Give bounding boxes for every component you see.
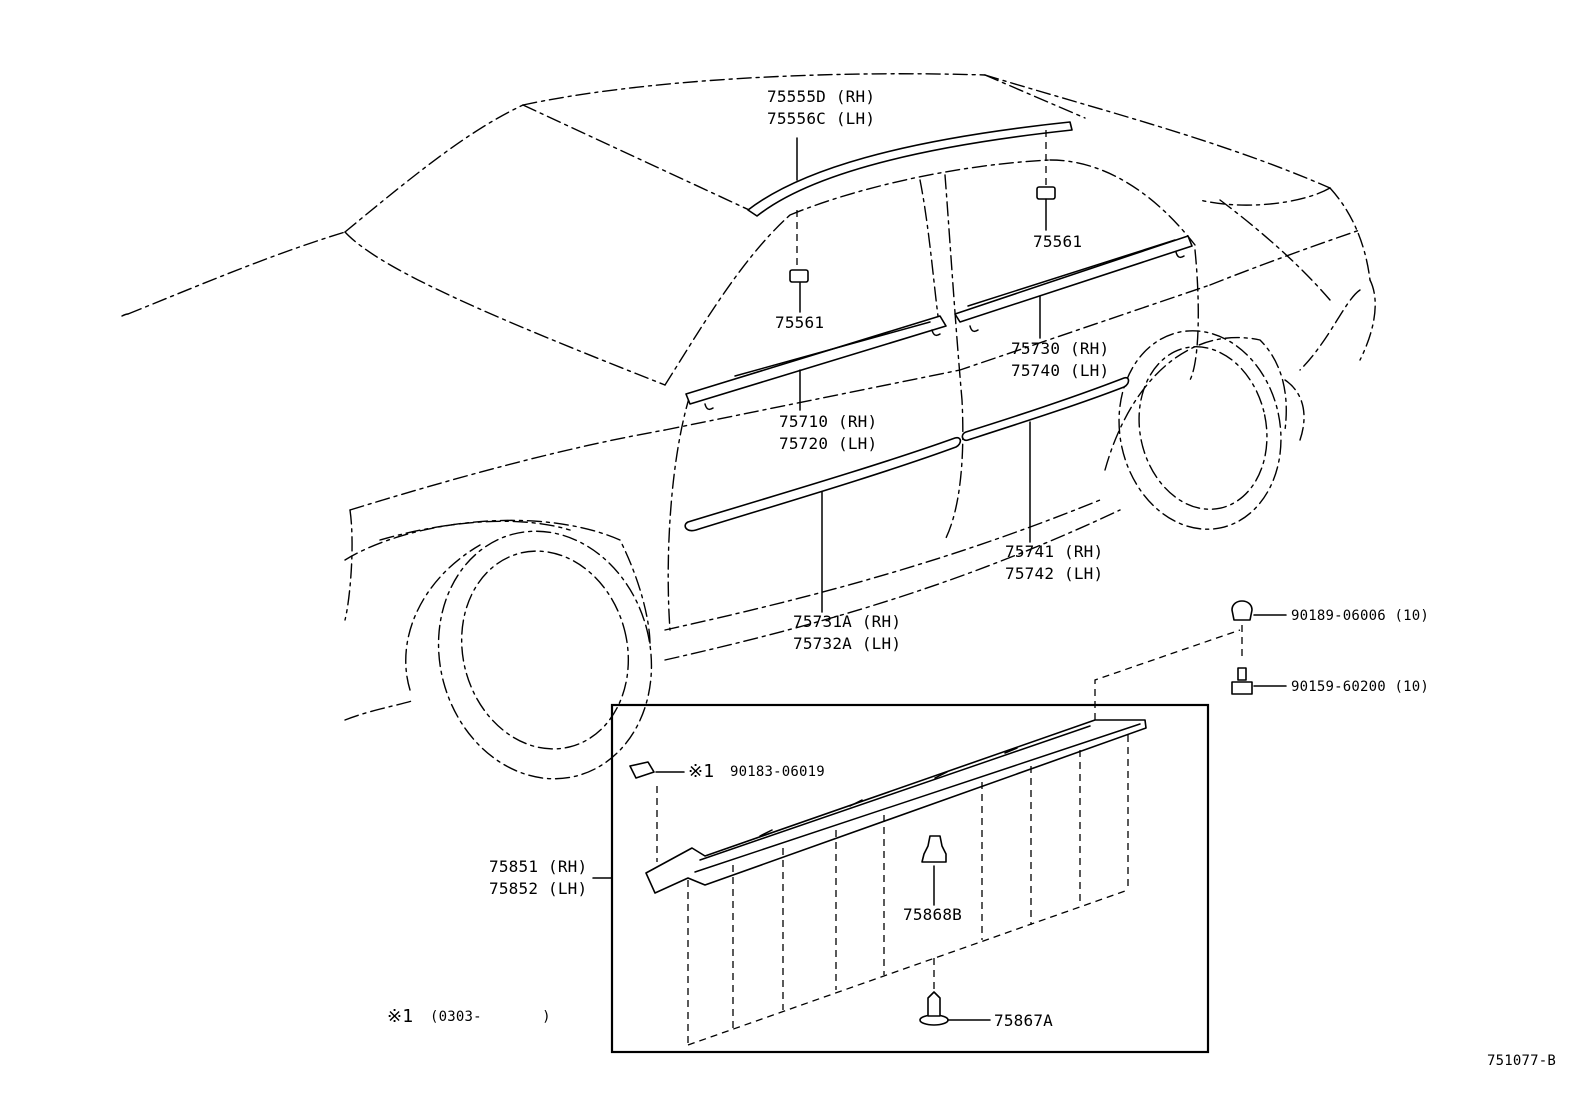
leader-lines	[796, 130, 1047, 613]
label-front-belt-rh: 75710 (RH)	[779, 412, 878, 431]
label-front-side-lh: 75732A (LH)	[793, 634, 902, 653]
label-front-side-rh: 75731A (RH)	[793, 612, 902, 631]
label-roof-molding-rh: 75555D (RH)	[767, 87, 876, 106]
label-rocker-lh: 75852 (LH)	[489, 879, 588, 898]
footnote-mark: ※1	[387, 1006, 414, 1027]
label-nut: 90183-06019	[730, 764, 825, 780]
label-rocker-clip-b: 75868B	[903, 905, 962, 924]
label-screw: 90159-60200 (10)	[1291, 679, 1430, 695]
label-clip-rear: 75561	[1033, 232, 1083, 251]
label-roof-molding-lh: 75556C (LH)	[767, 109, 876, 128]
label-nut-mark: ※1	[688, 761, 715, 782]
footnote-text: (0303- )	[430, 1009, 551, 1025]
label-rear-belt-lh: 75740 (LH)	[1011, 361, 1110, 380]
label-rocker-clip-a: 75867A	[994, 1011, 1053, 1030]
rocker-detail	[592, 600, 1287, 1054]
label-rear-side-rh: 75741 (RH)	[1005, 542, 1104, 561]
label-rocker-rh: 75851 (RH)	[489, 857, 588, 876]
label-rear-side-lh: 75742 (LH)	[1005, 564, 1104, 583]
label-clip-front: 75561	[775, 313, 825, 332]
label-clip-top: 90189-06006 (10)	[1291, 608, 1430, 624]
car-outline	[121, 73, 1376, 780]
diagram-code: 751077-B	[1487, 1053, 1557, 1069]
moldings	[684, 121, 1193, 532]
label-rear-belt-rh: 75730 (RH)	[1011, 339, 1110, 358]
label-front-belt-lh: 75720 (LH)	[779, 434, 878, 453]
